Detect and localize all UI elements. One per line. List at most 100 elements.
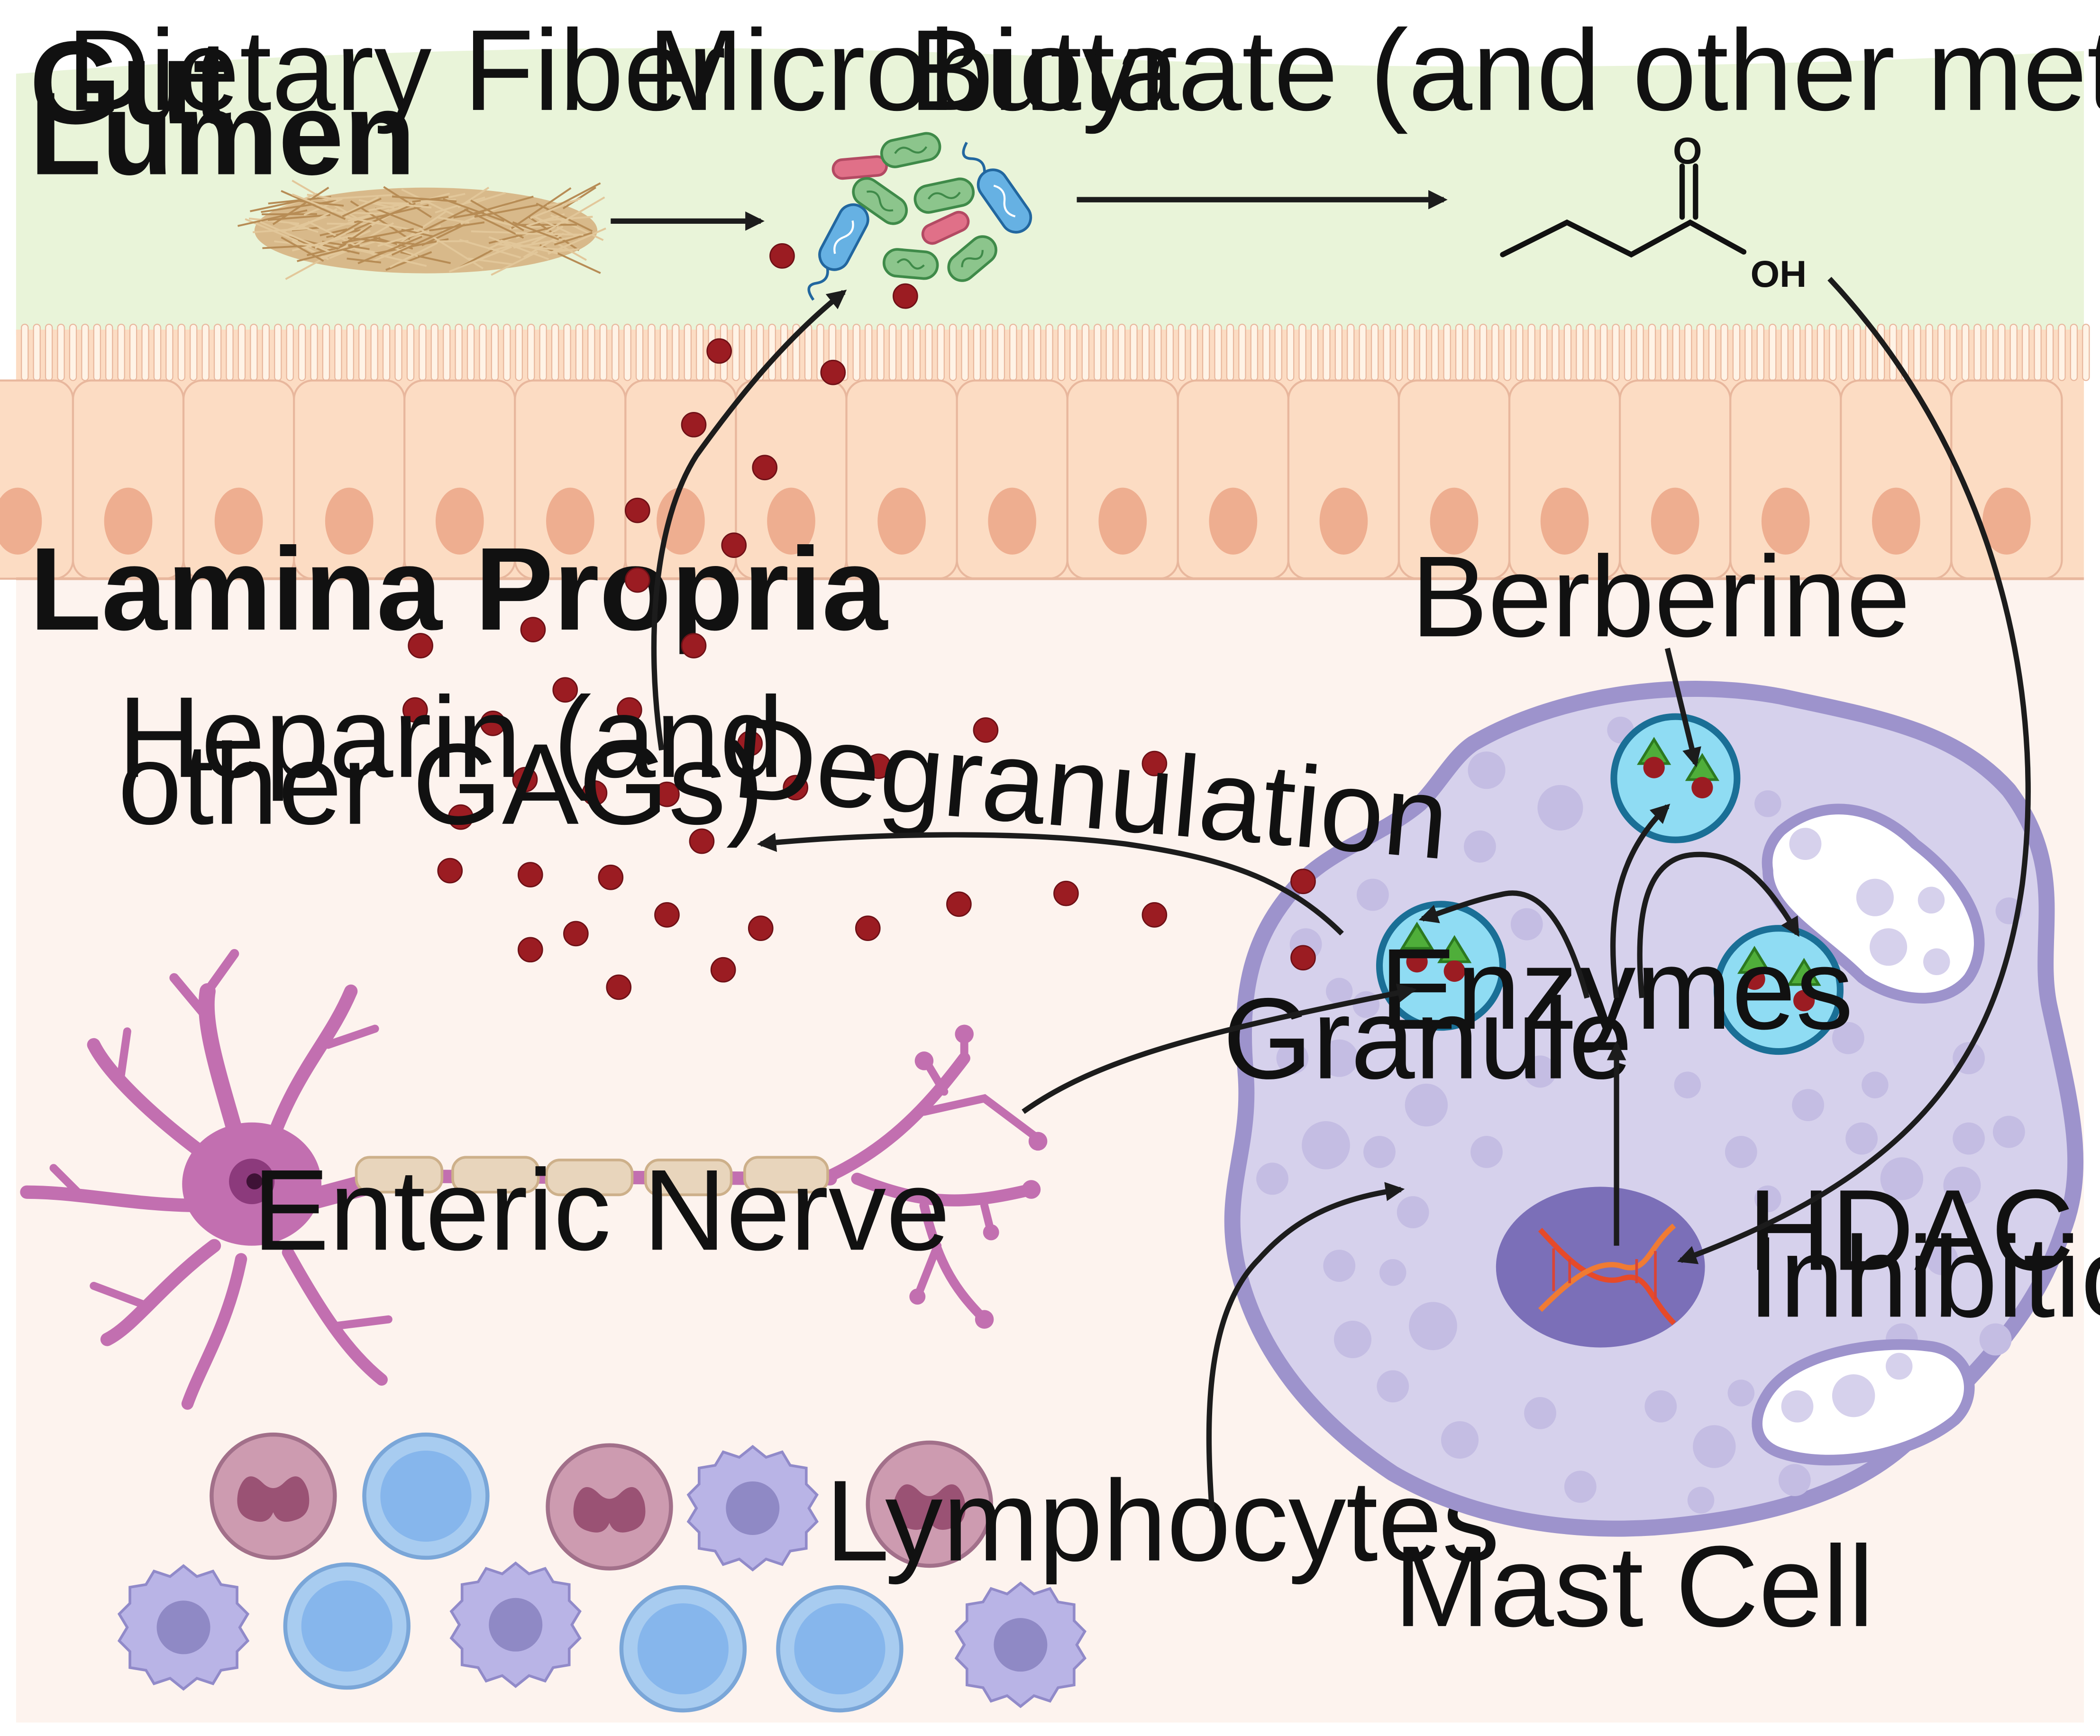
microvillus bbox=[1009, 323, 1017, 381]
fiber-strand bbox=[297, 244, 360, 262]
microvillus bbox=[455, 323, 463, 381]
microvillus bbox=[1045, 323, 1053, 381]
lymphocyte-icon bbox=[283, 1562, 411, 1690]
microvillus bbox=[1552, 323, 1560, 381]
microvillus bbox=[1491, 323, 1499, 381]
granule-icon bbox=[1610, 713, 1741, 843]
microvillus bbox=[503, 323, 511, 381]
microvillus bbox=[1250, 323, 1259, 381]
microvillus bbox=[1684, 323, 1692, 381]
microvillus bbox=[1744, 323, 1753, 381]
fiber-strand bbox=[545, 196, 605, 233]
hydroxyl-label: OH bbox=[1751, 253, 1807, 295]
lamina-propria-label: Lamina Propria bbox=[29, 523, 888, 655]
microvillus bbox=[57, 323, 65, 381]
heparin-label-1: Heparin (and bbox=[118, 673, 784, 802]
cytoplasm-granule bbox=[1470, 1136, 1503, 1168]
enzymes-to-granule-left-arrow bbox=[1418, 890, 1590, 999]
cytoplasm-granule bbox=[1464, 830, 1496, 863]
microvillus bbox=[913, 323, 921, 381]
microvillus bbox=[1805, 323, 1813, 381]
fiber-strand bbox=[511, 187, 572, 229]
cell-nucleus bbox=[1540, 487, 1589, 555]
cytoplasm-granule bbox=[1992, 1115, 2025, 1148]
cytoplasm-granule bbox=[1405, 1083, 1448, 1127]
cytoplasm-granule bbox=[1880, 1157, 1924, 1200]
fiber-strand bbox=[345, 202, 416, 235]
enzymes-to-granule-top-arrow bbox=[1610, 804, 1671, 998]
microvillus bbox=[1431, 323, 1439, 381]
microvillus bbox=[21, 323, 29, 381]
fiber-strand bbox=[292, 193, 351, 219]
heparin-particle bbox=[706, 338, 732, 364]
microvillus bbox=[177, 323, 186, 381]
heparin-particle bbox=[517, 937, 543, 963]
heparin-particle bbox=[820, 359, 846, 385]
fiber-strand bbox=[554, 232, 593, 246]
microvillus bbox=[1359, 323, 1367, 381]
microvillus bbox=[1455, 323, 1463, 381]
microvillus bbox=[539, 323, 547, 381]
lymphocytes-to-mast-cell-arrow bbox=[1206, 1182, 1405, 1511]
cytoplasm-granule bbox=[1943, 1167, 1981, 1205]
fiber-strand bbox=[464, 208, 524, 239]
heparin-particle bbox=[408, 633, 433, 658]
fiber-strand bbox=[473, 192, 506, 204]
cytoplasm-granule bbox=[1754, 790, 1781, 817]
microvillus bbox=[1323, 323, 1331, 381]
microvillus bbox=[1503, 323, 1512, 381]
microvillus bbox=[165, 323, 173, 381]
neutrophil-icon bbox=[210, 1432, 337, 1560]
cytoplasm-granule bbox=[1441, 1421, 1479, 1459]
microvillus bbox=[1214, 323, 1222, 381]
microvillus bbox=[394, 323, 402, 381]
microvillus bbox=[346, 323, 354, 381]
cell-nucleus bbox=[1982, 487, 2031, 555]
microvillus bbox=[1467, 323, 1475, 381]
fiber-strand bbox=[272, 186, 329, 225]
microvillus bbox=[2009, 323, 2018, 381]
microvillus bbox=[1347, 323, 1355, 381]
heparin-particles bbox=[402, 243, 1316, 1000]
cytoplasm-granule bbox=[1397, 1196, 1429, 1228]
cytoplasm-granule bbox=[1832, 1022, 1864, 1054]
neutrophil-icon bbox=[546, 1443, 673, 1571]
cytoplasm-granule bbox=[1377, 1370, 1409, 1403]
microvillus bbox=[382, 323, 391, 381]
cytoplasm-granule bbox=[1953, 1122, 1985, 1155]
microvillus bbox=[2034, 323, 2042, 381]
hdac-label-2: Inhibition bbox=[1748, 1213, 2100, 1341]
microvillus bbox=[310, 323, 318, 381]
heparin-particle bbox=[1053, 880, 1079, 906]
microvillus bbox=[1865, 323, 1873, 381]
heparin-particle bbox=[617, 697, 642, 723]
monocyte-icon bbox=[954, 1581, 1087, 1709]
heparin-particle bbox=[973, 717, 999, 743]
heparin-particle bbox=[1141, 902, 1168, 928]
cytoplasm-granule bbox=[1320, 1039, 1358, 1077]
microvillus bbox=[141, 323, 149, 381]
microbiota-label: Microbiota bbox=[648, 6, 1179, 135]
microvillus bbox=[1166, 323, 1174, 381]
microvillus bbox=[901, 323, 909, 381]
cytoplasm-granule bbox=[1792, 1089, 1824, 1121]
bacterium-green bbox=[880, 132, 941, 168]
fiber-strand bbox=[345, 216, 418, 232]
microvillus bbox=[1527, 323, 1535, 381]
fiber-strand bbox=[358, 199, 395, 209]
cell-nucleus bbox=[767, 487, 815, 555]
microvillus bbox=[1985, 323, 1994, 381]
cell-nucleus bbox=[0, 487, 42, 555]
heparin-particle bbox=[681, 633, 707, 658]
cytoplasm-granule bbox=[1468, 751, 1506, 789]
microvillus bbox=[1178, 323, 1186, 381]
fiber-strand bbox=[383, 186, 432, 218]
microvillus bbox=[648, 323, 656, 381]
heparin-particle bbox=[654, 902, 680, 928]
microvillus bbox=[286, 323, 294, 381]
microvillus bbox=[1033, 323, 1041, 381]
microvilli bbox=[21, 323, 2090, 381]
microvillus bbox=[1069, 323, 1077, 381]
gag-to-microbiota-arrow bbox=[651, 290, 847, 751]
fiber-strand bbox=[459, 238, 521, 259]
